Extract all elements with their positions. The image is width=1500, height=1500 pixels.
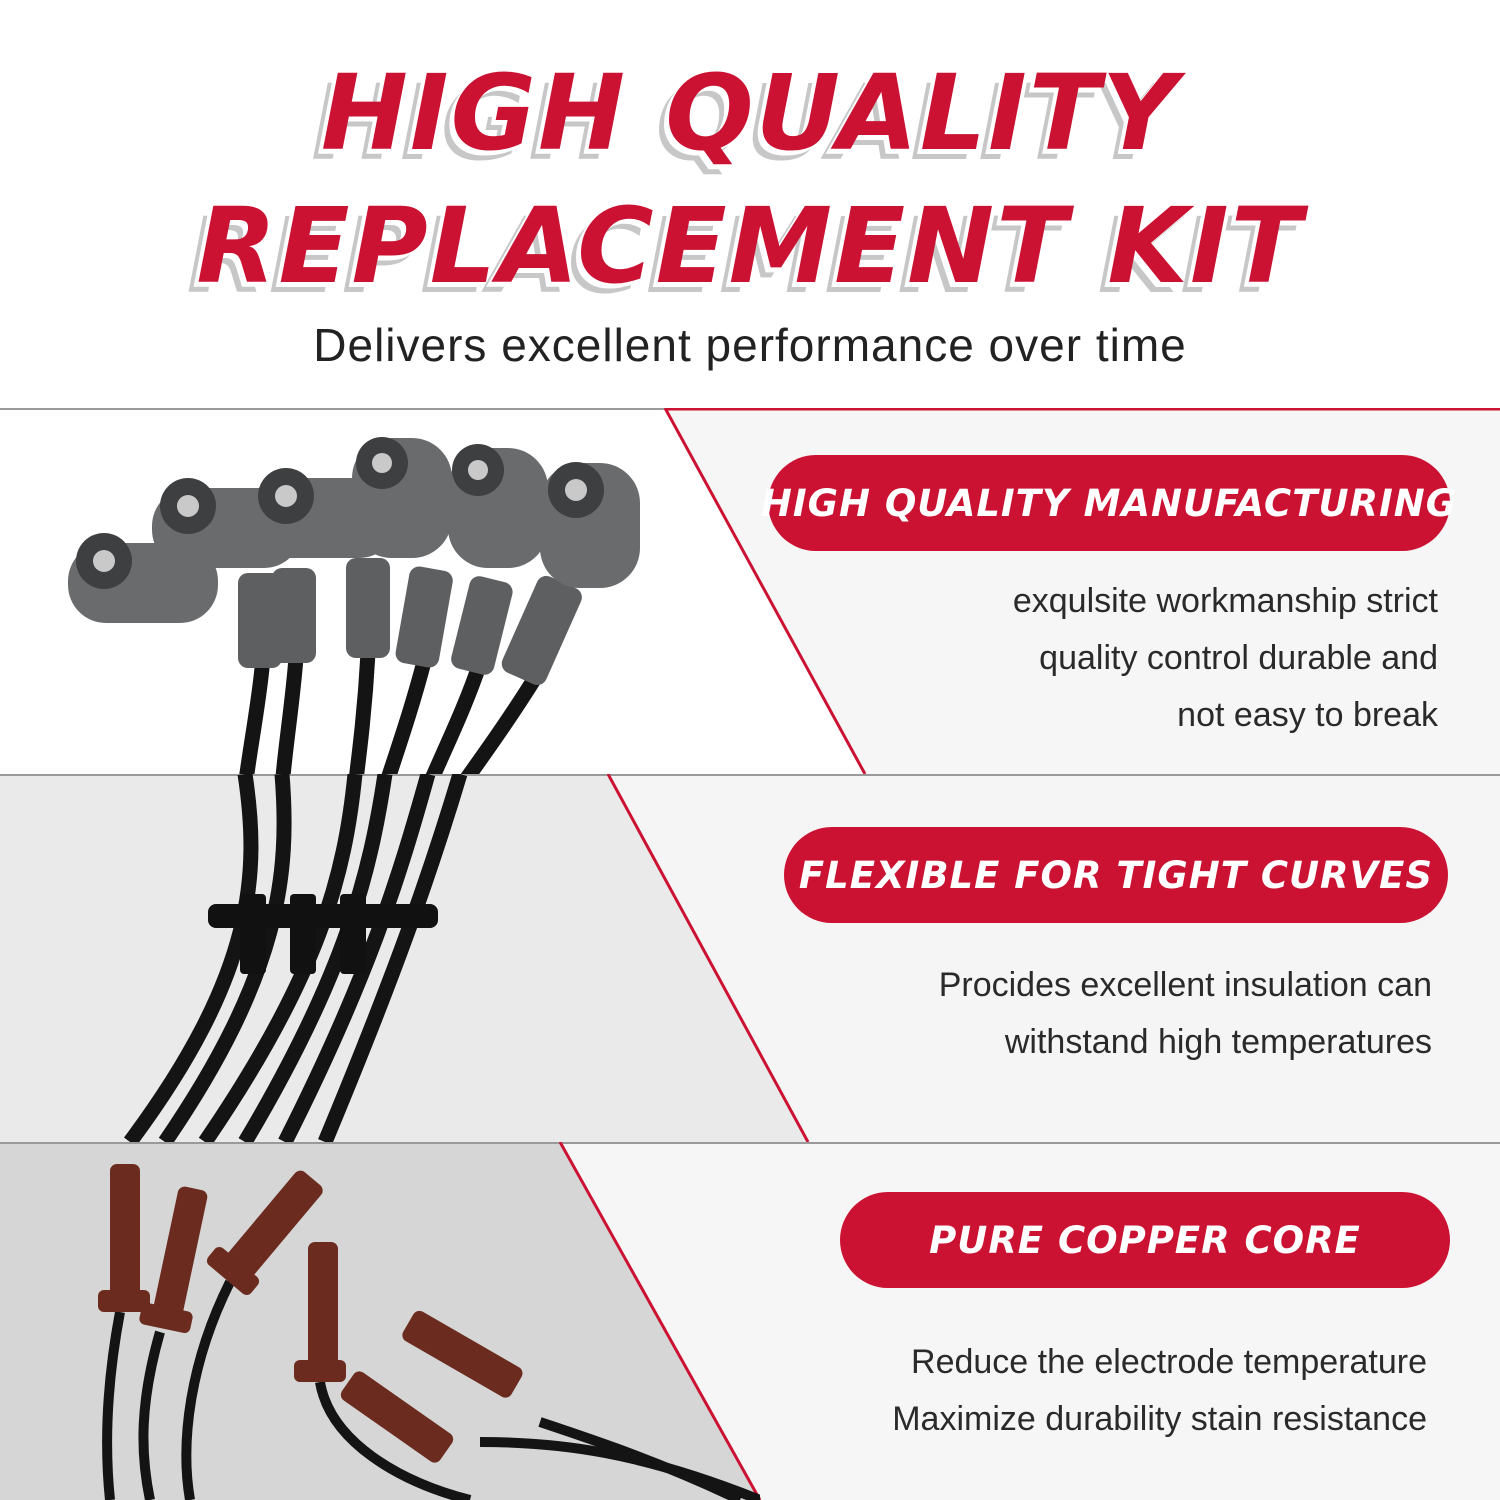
feature-desc-line: quality control durable and	[1039, 639, 1438, 677]
feature-band-manufacturing: HIGH QUALITY MANUFACTURING exqulsite wor…	[0, 408, 1500, 774]
wire-bundle-photo	[123, 774, 468, 1142]
feature-desc-line: exqulsite workmanship strict	[1012, 582, 1438, 620]
feature-pill-manufacturing: HIGH QUALITY MANUFACTURING	[761, 455, 1456, 551]
copper-terminal-boots-photo	[98, 1164, 760, 1500]
feature-desc-flexible: Procides excellent insulation can withst…	[939, 957, 1432, 1071]
feature-title-manufacturing: HIGH QUALITY MANUFACTURING	[760, 481, 1458, 525]
feature-pill-copper: PURE COPPER CORE	[840, 1192, 1450, 1288]
feature-desc-copper: Reduce the electrode temperature Maximiz…	[892, 1334, 1427, 1448]
band-3-background	[0, 1142, 1500, 1500]
subheadline: Delivers excellent performance over time	[313, 319, 1187, 371]
hero-header: HIGH QUALITY REPLACEMENT KIT Delivers ex…	[0, 0, 1500, 408]
feature-title-copper: PURE COPPER CORE	[929, 1218, 1361, 1262]
feature-band-copper: PURE COPPER CORE Reduce the electrode te…	[0, 1142, 1500, 1500]
headline-line-1: HIGH QUALITY	[320, 52, 1180, 174]
feature-desc-line: not easy to break	[1177, 696, 1438, 734]
feature-desc-line: Maximize durability stain resistance	[892, 1400, 1427, 1438]
headline-line-2: REPLACEMENT KIT	[196, 185, 1304, 307]
feature-desc-line: Reduce the electrode temperature	[911, 1343, 1427, 1381]
feature-title-flexible: FLEXIBLE FOR TIGHT CURVES	[798, 853, 1434, 897]
feature-desc-line: Procides excellent insulation can	[938, 966, 1432, 1004]
feature-desc-line: withstand high temperatures	[1004, 1023, 1432, 1061]
feature-desc-manufacturing: exqulsite workmanship strict quality con…	[1013, 573, 1438, 744]
ignition-boots-photo	[68, 437, 640, 774]
feature-pill-flexible: FLEXIBLE FOR TIGHT CURVES	[784, 827, 1448, 923]
feature-band-flexible: FLEXIBLE FOR TIGHT CURVES Procides excel…	[0, 774, 1500, 1142]
